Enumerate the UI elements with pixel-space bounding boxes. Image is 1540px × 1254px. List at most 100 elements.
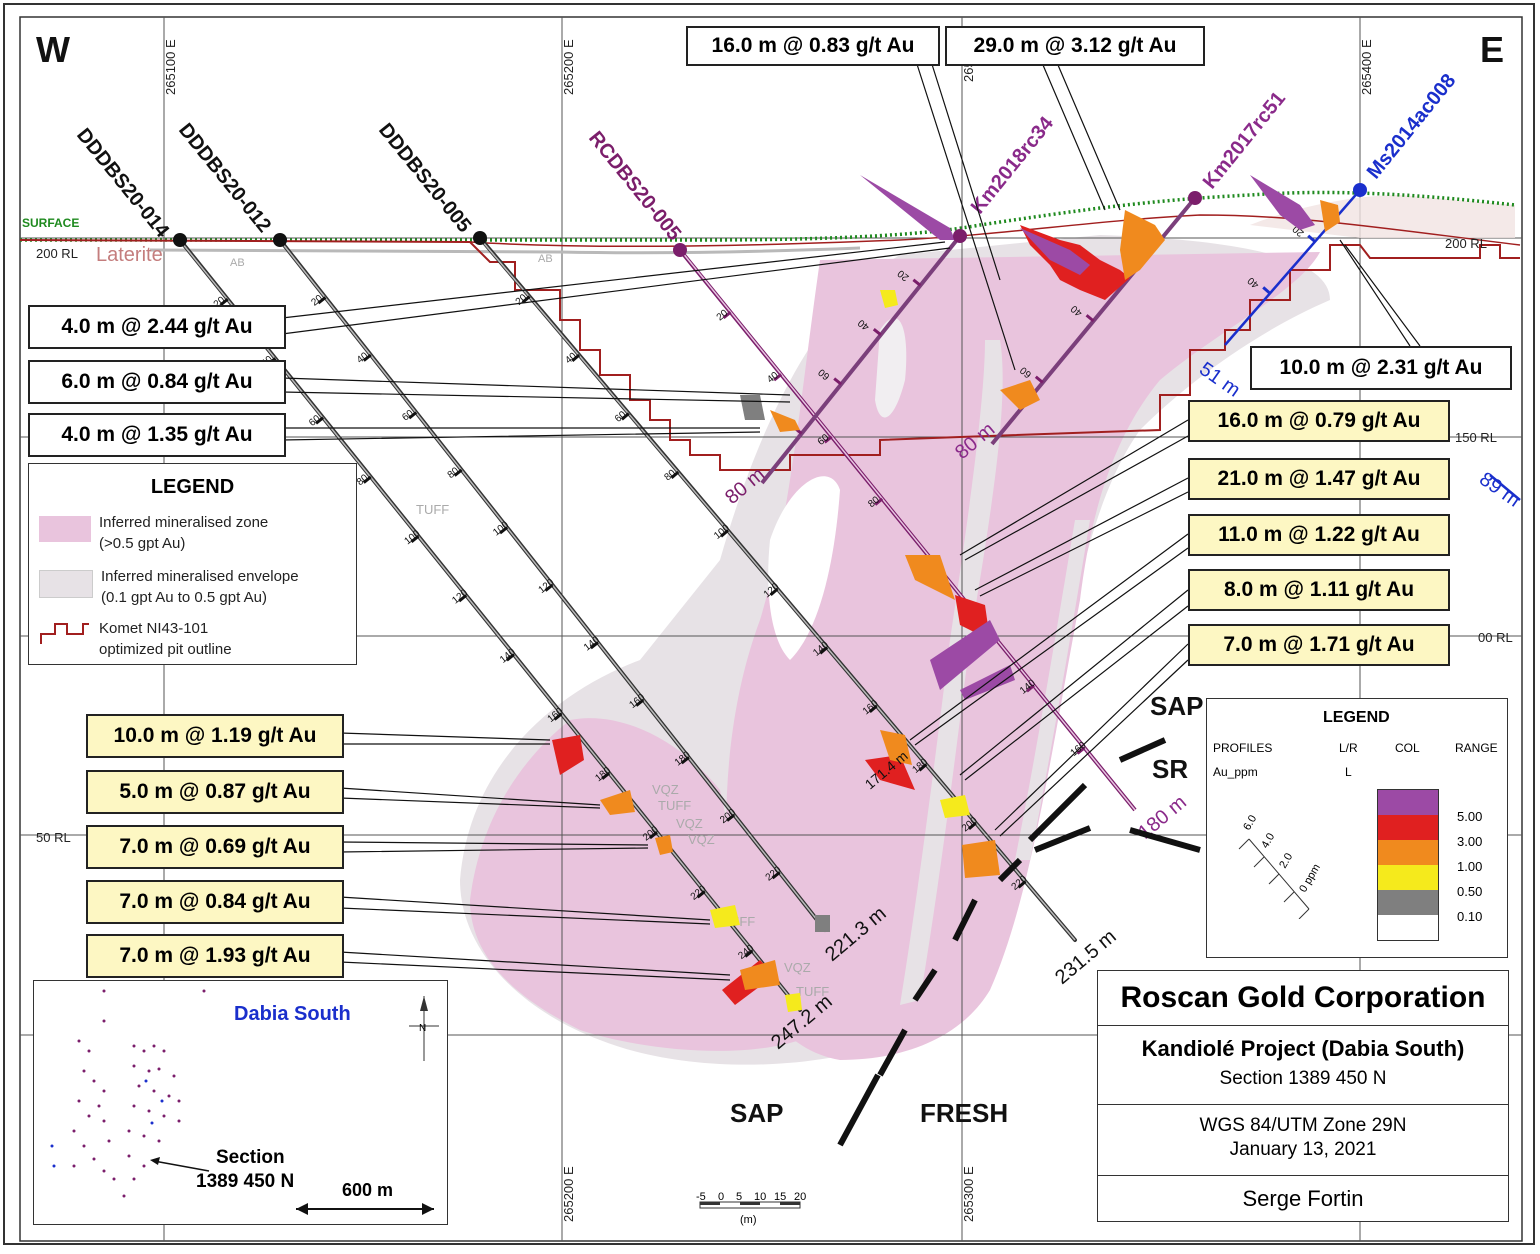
easting-top-2: 265200 E (561, 39, 576, 95)
depth-tick (1307, 234, 1316, 243)
pit-outline-icon (40, 623, 89, 644)
depth-tick (1034, 375, 1044, 384)
color-ramp (1377, 789, 1439, 941)
ramp-orange (1378, 840, 1438, 865)
west-label: W (36, 29, 70, 70)
histo-014-orange-2 (655, 835, 673, 855)
legend-label-zone: Inferred mineralised zone (99, 514, 269, 531)
callout-text: 7.0 m @ 1.93 g/t Au (119, 944, 311, 967)
lith-tuff-1: TUFF (416, 502, 449, 517)
east-label: E (1480, 29, 1504, 70)
collars (173, 183, 1367, 257)
callout-text: 10.0 m @ 1.19 g/t Au (113, 724, 317, 747)
callout-text: 4.0 m @ 1.35 g/t Au (61, 423, 253, 446)
profile-header-profiles: PROFILES (1213, 741, 1273, 755)
histo-km2017rc51-orange (1120, 210, 1165, 280)
histo-km2018rc34-purple (860, 175, 955, 240)
north-arrow-icon: N (409, 996, 439, 1061)
range-050: 0.50 (1457, 884, 1483, 899)
histo-014-orange-3 (740, 960, 780, 990)
depth-tick (553, 712, 563, 721)
ramp-purple (1378, 790, 1438, 815)
lith-vqz-1: VQZ (652, 782, 679, 797)
ramp-grey (1378, 890, 1438, 915)
ramp-yellow (1378, 865, 1438, 890)
histo-014-red (552, 735, 584, 775)
scale-0: 0 ppm (1297, 862, 1323, 894)
depth-tick (362, 475, 372, 484)
scale-2: 2.0 (1277, 851, 1295, 870)
legend-title: LEGEND (150, 476, 235, 498)
callout-text: 21.0 m @ 1.47 g/t Au (1217, 467, 1421, 490)
callout-4m-135: 4.0 m @ 1.35 g/t Au (28, 413, 286, 457)
callout-4m-244: 4.0 m @ 2.44 g/t Au (28, 305, 286, 349)
easting-bottom-1: 265200 E (561, 1166, 576, 1222)
easting-top-1: 265100 E (163, 39, 178, 95)
ab-label-2: AB (538, 253, 553, 265)
scale-0: 0 (718, 1191, 724, 1203)
scale-bar-graphic: -5 0 5 10 15 20 (696, 1191, 806, 1209)
hole-label-dddbs20-005: DDDBS20-005 (374, 119, 475, 237)
easting-top-4: 265400 E (1359, 39, 1374, 95)
histo-rc005-orange-1 (905, 555, 955, 600)
legend-item-zone: Inferred mineralised zone (>0.5 gpt Au) (39, 512, 268, 554)
depth-tick (868, 704, 878, 713)
legend-swatch-zone (39, 516, 91, 542)
depth-tick (833, 377, 843, 386)
legend-sub-pit: optimized pit outline (99, 641, 232, 658)
depth-tick (773, 373, 783, 382)
depth-tick (635, 698, 645, 707)
assay-histograms (552, 175, 1340, 1012)
hole-label-km2018rc34: Km2018rc34 (967, 112, 1059, 218)
callout-10m-231: 10.0 m @ 2.31 g/t Au (1250, 346, 1512, 390)
map-frame (19, 16, 1523, 1242)
depth-tick (912, 278, 922, 287)
legend-sub-envelope: (0.1 gpt Au to 0.5 gpt Au) (101, 589, 267, 606)
eoh-ms2014ac008: 51 m (1195, 358, 1244, 402)
trace-rcdbs20-005-core (681, 251, 1136, 811)
depth-tick (571, 353, 581, 362)
depth-tick (874, 497, 884, 506)
depth-tick (601, 771, 611, 780)
depth-tick-label: 120 (537, 577, 557, 596)
depth-tick (458, 594, 468, 603)
callout-7m-193: 7.0 m @ 1.93 g/t Au (86, 934, 344, 978)
label-sap-lower: SAP (730, 1098, 783, 1128)
envelope-strip-2 (1015, 520, 1090, 860)
trace-offsection (1489, 474, 1521, 501)
profile-header-col: COL (1395, 741, 1420, 755)
scale-arrow-left-icon (296, 1203, 308, 1215)
depth-tick (720, 529, 729, 538)
lith-tuff-2: TUFF (658, 798, 691, 813)
profile-legend-title: LEGEND (1323, 709, 1390, 726)
histo-km2017-lower-orange (1000, 380, 1040, 410)
easting-bottom-2: 265300 E (961, 1166, 976, 1222)
surface-label: SURFACE (22, 216, 79, 230)
histo-014-yellow-2 (785, 993, 802, 1012)
inset-dots: N (50, 989, 439, 1215)
depth-tick (408, 411, 418, 420)
histo-005-yellow (940, 795, 970, 818)
collar-km2018rc34 (953, 229, 967, 243)
collar-rcdbs20-005 (673, 243, 687, 257)
callout-5m-087: 5.0 m @ 0.87 g/t Au (86, 770, 344, 814)
depth-tick (967, 821, 977, 830)
callout-text: 16.0 m @ 0.83 g/t Au (711, 34, 915, 57)
legend-box: LEGEND Inferred mineralised zone (>0.5 g… (28, 463, 357, 665)
depth-tick-label: 100 (403, 528, 423, 547)
depth-tick (362, 353, 372, 362)
eoh-offsection: 89 m (1475, 468, 1524, 512)
depth-tick-label: 100 (491, 519, 511, 538)
callout-6m-084: 6.0 m @ 0.84 g/t Au (28, 360, 286, 404)
collar-dddbs20-005 (473, 231, 487, 245)
depth-tick (1262, 286, 1271, 295)
label-sr: SR (1152, 754, 1188, 784)
barren-window-2 (875, 318, 907, 418)
callout-text: 8.0 m @ 1.11 g/t Au (1223, 578, 1415, 601)
depth-tick (521, 295, 531, 304)
depth-tick (823, 435, 833, 444)
scale-m5: -5 (696, 1191, 706, 1203)
histo-km2018-orange (770, 410, 800, 432)
range-100: 1.00 (1457, 859, 1483, 874)
